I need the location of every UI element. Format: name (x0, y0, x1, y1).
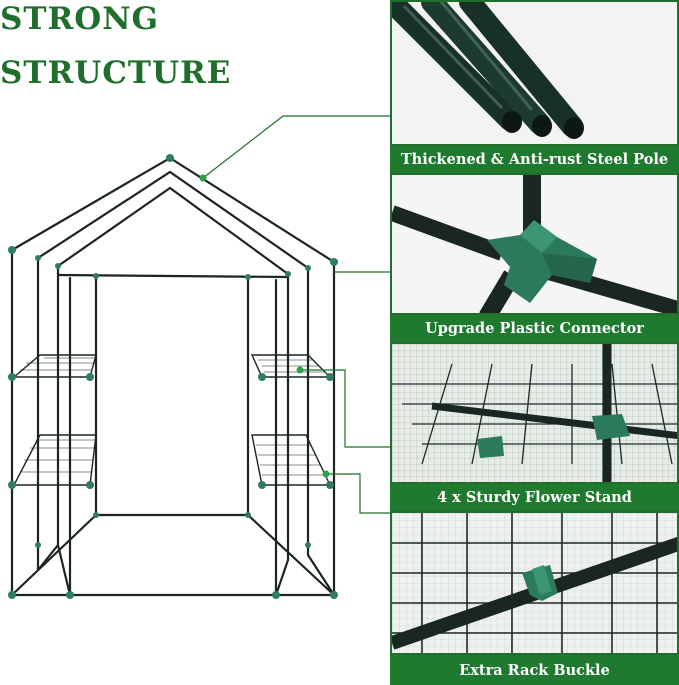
feature-image-rack-buckle (390, 511, 679, 655)
headline-line-1: STRONG (0, 1, 160, 37)
feature-image-plastic-connector (390, 173, 679, 315)
headline-line-2: STRUCTURE (0, 55, 232, 91)
feature-caption-steel-pole: Thickened & Anti-rust Steel Pole (390, 146, 679, 173)
greenhouse-frame-illustration (8, 115, 390, 599)
feature-image-steel-pole (390, 0, 679, 146)
feature-caption-flower-stand: 4 x Sturdy Flower Stand (390, 484, 679, 511)
feature-image-flower-stand (390, 342, 679, 484)
feature-caption-rack-buckle: Extra Rack Buckle (390, 655, 679, 685)
feature-caption-plastic-connector: Upgrade Plastic Connector (390, 315, 679, 342)
